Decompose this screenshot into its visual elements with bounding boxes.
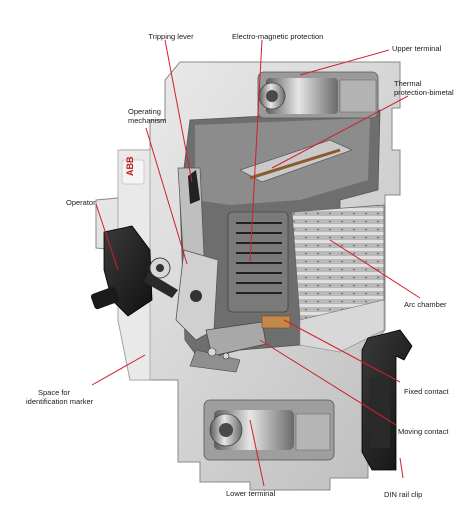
leader-fixed-contact [283,319,401,383]
label-tripping-lever: Tripping lever [148,32,194,41]
label-din-rail-clip: DIN rail clip [384,490,423,499]
label-operating-line2: mechanism [128,116,167,125]
leader-arc-chamber [329,239,421,299]
label-upper-terminal: Upper terminal [392,44,442,53]
label-thermal-protection-bimetal: Thermal protection-bimetal [394,79,454,97]
din-rail-clip-part [361,329,413,471]
leader-identification-marker [91,354,146,386]
leader-thermal-bimetal [271,95,409,169]
operator-handle [90,225,178,317]
arc-chamber-part [291,204,385,353]
leader-tripping-lever [164,39,193,183]
label-moving-contact: Moving contact [398,427,449,436]
leader-electromagnetic-protection [249,39,263,263]
abb-logo: ABB [125,156,135,176]
label-space-for-identification-marker: Space for identification marker [26,388,124,406]
leader-moving-contact [259,339,397,426]
upper-terminal-part [257,71,379,119]
label-thermal-line2: protection-bimetal [394,88,454,97]
label-electro-magnetic-protection: Electro-magnetic protection [232,32,324,41]
label-operating-line1: Operating [128,107,161,116]
contacts-part [189,315,291,373]
leader-lower-terminal [249,419,265,487]
label-fixed-contact: Fixed contact [404,387,449,396]
label-arc-chamber: Arc chamber [404,300,447,309]
label-space-line1: Space for [38,388,71,397]
label-operator: Operator [66,198,96,207]
leader-lines [91,39,421,487]
magnetic-coil-part [227,211,289,313]
label-lower-terminal: Lower terminal [226,489,276,498]
operating-mechanism-part [175,167,219,341]
label-thermal-line1: Thermal [394,79,422,88]
leader-din-rail-clip [399,457,404,479]
leader-operator [95,203,119,271]
lower-terminal-part [203,399,335,461]
label-operating-mechanism: Operating mechanism [128,107,166,125]
label-space-line2: identification marker [26,397,94,406]
leader-operating-mechanism [145,127,188,265]
leader-upper-terminal [299,49,390,76]
